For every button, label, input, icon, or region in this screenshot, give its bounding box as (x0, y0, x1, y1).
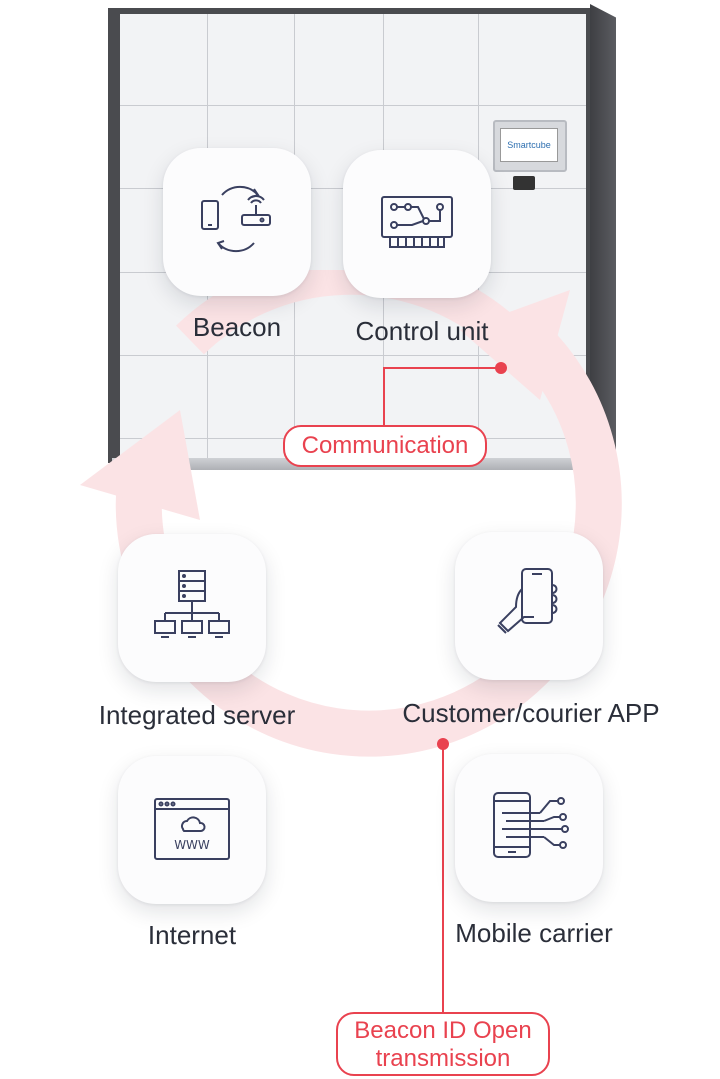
cabinet-side-panel (590, 4, 616, 456)
card-reader (513, 176, 535, 190)
beacon-id-connector-line (442, 745, 444, 1013)
beacon-id-callout-line2: transmission (375, 1045, 511, 1072)
control-unit-label: Control unit (355, 316, 489, 346)
mobile-carrier-tile (455, 754, 603, 902)
control-unit-tile (343, 150, 491, 298)
locker-divider (120, 355, 586, 356)
internet-label: Internet (147, 920, 237, 950)
beacon-id-callout: Beacon ID Open transmission (336, 1012, 550, 1076)
integrated-server-tile (118, 534, 266, 682)
svg-text:WWW: WWW (174, 838, 210, 852)
internet-tile: WWW (118, 756, 266, 904)
mobile-carrier-label: Mobile carrier (455, 918, 613, 948)
beacon-label: Beacon (192, 312, 282, 342)
communication-callout: Communication (283, 425, 487, 467)
mobile-data-icon (493, 792, 569, 858)
customer-app-tile (455, 532, 603, 680)
communication-connector-dot (495, 362, 507, 374)
beacon-tile (163, 148, 311, 296)
kiosk-screen: Smartcube (500, 128, 558, 162)
communication-connector-line (384, 367, 496, 369)
beacon-id-callout-line1: Beacon ID Open (354, 1017, 532, 1044)
www-cloud-icon: WWW (154, 798, 230, 860)
integrated-server-label: Integrated server (98, 700, 296, 730)
customer-app-label: Customer/courier APP (402, 698, 660, 728)
locker-divider (120, 105, 586, 106)
circuit-board-icon (381, 196, 453, 248)
communication-connector-line (383, 367, 385, 427)
hand-phone-icon (497, 568, 558, 634)
beacon-sync-icon (201, 185, 271, 253)
beacon-id-connector-dot (437, 738, 449, 750)
server-network-icon (154, 570, 230, 638)
